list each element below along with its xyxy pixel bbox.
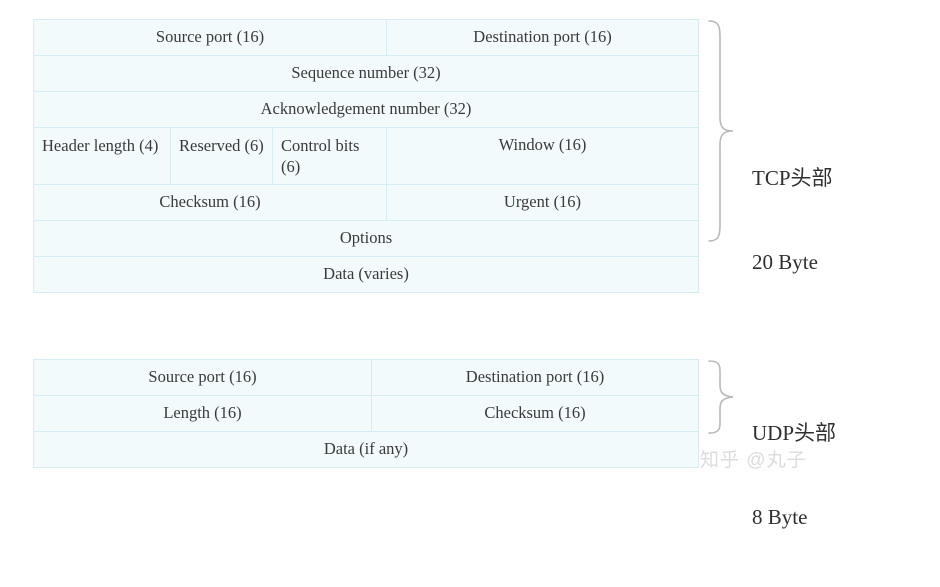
field-header-length: Header length (4) xyxy=(33,127,171,185)
field-window: Window (16) xyxy=(386,127,699,185)
field-control-bits: Control bits (6) xyxy=(272,127,387,185)
table-row: Sequence number (32) xyxy=(33,55,699,92)
udp-label-line1: UDP头部 xyxy=(752,421,837,446)
table-row: Data (if any) xyxy=(33,431,699,468)
tcp-label-line2: 20 Byte xyxy=(752,249,818,274)
tcp-header-label: TCP头部 20 Byte xyxy=(752,110,833,332)
field-source-port: Source port (16) xyxy=(33,19,387,56)
table-row: Source port (16) Destination port (16) xyxy=(33,19,699,56)
table-row: Checksum (16) Urgent (16) xyxy=(33,184,699,221)
table-row: Data (varies) xyxy=(33,256,699,293)
field-urgent: Urgent (16) xyxy=(386,184,699,221)
field-udp-source-port: Source port (16) xyxy=(33,359,372,396)
field-udp-destination-port: Destination port (16) xyxy=(371,359,699,396)
field-data-varies: Data (varies) xyxy=(33,256,699,293)
tcp-label-line1: TCP头部 xyxy=(752,166,833,191)
diagram-canvas: Source port (16) Destination port (16) S… xyxy=(33,19,836,529)
field-udp-data: Data (if any) xyxy=(33,431,699,468)
field-udp-checksum: Checksum (16) xyxy=(371,395,699,432)
udp-header-table: Source port (16) Destination port (16) L… xyxy=(33,359,699,468)
udp-header-label: UDP头部 8 Byte xyxy=(752,365,836,587)
tcp-header-table: Source port (16) Destination port (16) S… xyxy=(33,19,699,293)
tcp-brace xyxy=(703,19,745,243)
udp-brace xyxy=(703,359,745,435)
table-row: Source port (16) Destination port (16) xyxy=(33,359,699,396)
table-row: Length (16) Checksum (16) xyxy=(33,395,699,432)
field-acknowledgement-number: Acknowledgement number (32) xyxy=(33,91,699,128)
field-reserved: Reserved (6) xyxy=(170,127,273,185)
field-options: Options xyxy=(33,220,699,257)
watermark: 知乎 @丸子 xyxy=(700,450,807,471)
field-udp-length: Length (16) xyxy=(33,395,372,432)
field-destination-port: Destination port (16) xyxy=(386,19,699,56)
table-row: Acknowledgement number (32) xyxy=(33,91,699,128)
field-checksum: Checksum (16) xyxy=(33,184,387,221)
table-row: Header length (4) Reserved (6) Control b… xyxy=(33,127,699,185)
table-row: Options xyxy=(33,220,699,257)
field-sequence-number: Sequence number (32) xyxy=(33,55,699,92)
